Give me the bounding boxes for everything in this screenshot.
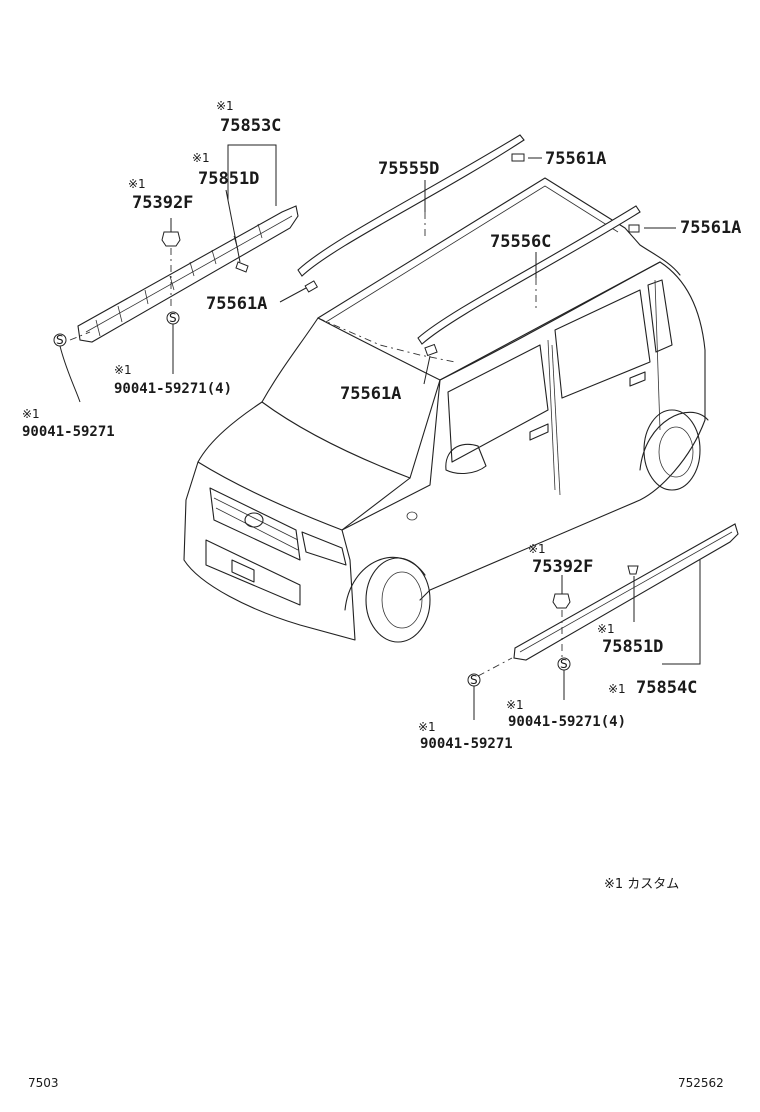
rear-wheel-arch [639, 411, 709, 471]
mark-bolt-lower-1: ※1 [418, 720, 436, 734]
upper-bolt-end-symbol: S [56, 333, 64, 347]
end-clip-rear-left [511, 153, 525, 162]
label-75854C: 75854C [636, 678, 697, 698]
label-75851D-lower: 75851D [602, 637, 663, 657]
side-body [341, 261, 706, 601]
mark-75392F-lower: ※1 [528, 542, 546, 556]
label-75555D: 75555D [378, 159, 439, 179]
upper-bolt-middle-symbol: S [169, 311, 177, 325]
mark-75854C: ※1 [608, 682, 626, 696]
label-75561A-rear-right: 75561A [680, 218, 741, 238]
rear-wheel [643, 409, 701, 491]
roof-molding-left [297, 134, 525, 277]
end-clip-front-right [424, 343, 438, 357]
grille [209, 487, 301, 561]
upper-side-molding [77, 205, 299, 343]
fuel-lid [406, 511, 418, 521]
label-75561A-rear-left: 75561A [545, 149, 606, 169]
lower-bolt-end-symbol: S [470, 673, 478, 687]
upper-nut-75392F [161, 231, 181, 247]
front-door-line [547, 339, 556, 491]
leader-lines [59, 144, 701, 720]
label-75561A-front-right: 75561A [340, 384, 401, 404]
rear-door-line [654, 279, 661, 431]
footer-right-code: 752562 [678, 1076, 724, 1090]
label-bolt-upper-4: 90041-59271(4) [114, 381, 232, 397]
quarter-window [647, 279, 673, 353]
mark-75853C: ※1 [216, 99, 234, 113]
rear-door-handle [629, 371, 646, 387]
upper-clip-75851D [235, 261, 249, 273]
label-75851D-upper: 75851D [198, 169, 259, 189]
mark-75392F-upper: ※1 [128, 177, 146, 191]
headlamp [301, 531, 347, 566]
legend-note: ※1 カスタム [604, 877, 679, 892]
label-75392F-upper: 75392F [132, 193, 193, 213]
front-door-handle [529, 423, 549, 441]
hood [197, 401, 411, 531]
end-clip-front-left [304, 280, 319, 293]
grille-line-1 [213, 497, 299, 541]
front-face [183, 461, 356, 641]
lower-nut-75392F [552, 593, 571, 609]
side-mirror [445, 443, 487, 475]
end-clip-rear-right [628, 224, 640, 233]
lower-grille [205, 539, 301, 606]
windshield [261, 317, 441, 479]
mark-bolt-lower-4: ※1 [506, 698, 524, 712]
mark-bolt-upper-1: ※1 [22, 407, 40, 421]
label-bolt-upper-1: 90041-59271 [22, 424, 115, 440]
rear-wheel-hub [658, 426, 694, 478]
grille-line-2 [215, 507, 299, 551]
rear-door-window [554, 289, 651, 399]
front-wheel-arch [344, 557, 426, 611]
roof-hidden-edge [317, 317, 456, 363]
lower-bolt-middle-symbol: S [560, 657, 568, 671]
roof-inner-line [325, 185, 619, 323]
label-75556C: 75556C [490, 232, 551, 252]
label-75392F-lower: 75392F [532, 557, 593, 577]
front-wheel-hub [381, 571, 423, 629]
mark-75851D-lower: ※1 [597, 622, 615, 636]
upper-side-molding-assembly [69, 205, 299, 343]
part-labels: ※1 75853C ※1 75851D ※1 75392F 75555D 755… [22, 99, 741, 752]
b-pillar-line [551, 344, 561, 496]
roof-outline [317, 177, 681, 319]
vehicle-illustration [183, 177, 709, 643]
front-door-window [447, 344, 549, 463]
mark-bolt-upper-4: ※1 [114, 363, 132, 377]
front-emblem [244, 512, 264, 528]
front-wheel [365, 557, 431, 643]
lower-clip-75851D [627, 565, 639, 575]
label-bolt-lower-4: 90041-59271(4) [508, 714, 626, 730]
label-75853C: 75853C [220, 116, 281, 136]
lower-side-molding-assembly [477, 523, 739, 677]
license-plate [231, 559, 255, 583]
roof-molding-right [417, 205, 641, 345]
label-75561A-front-left: 75561A [206, 294, 267, 314]
label-bolt-lower-1: 90041-59271 [420, 736, 513, 752]
footer-left-code: 7503 [28, 1076, 59, 1090]
mark-75851D-upper: ※1 [192, 151, 210, 165]
